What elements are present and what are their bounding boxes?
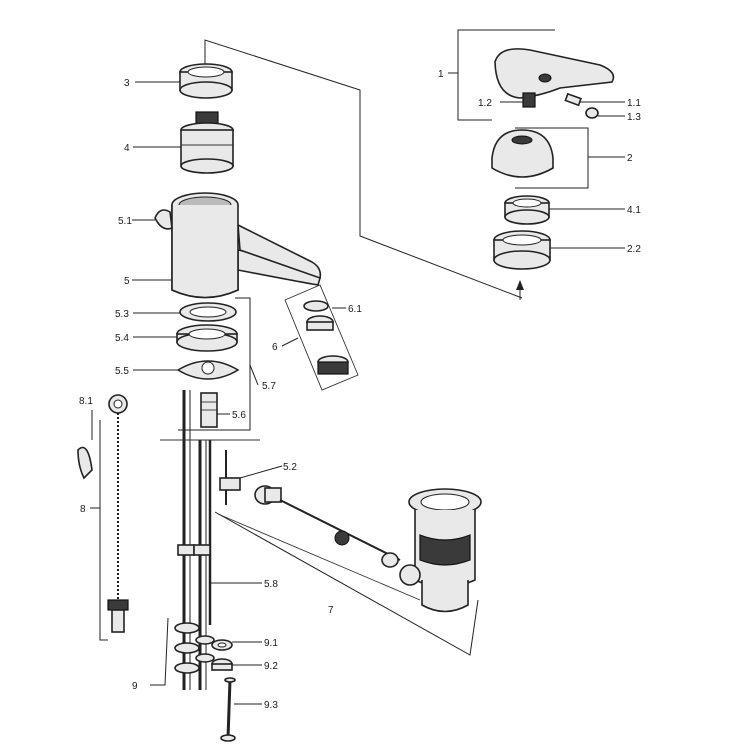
label-4-1: 4.1	[627, 205, 641, 216]
part-8-1-clip	[77, 446, 93, 480]
part-3-ring-nut	[179, 63, 233, 99]
label-6-1: 6.1	[348, 304, 362, 315]
part-drain-body	[399, 488, 482, 613]
label-2-2: 2.2	[627, 244, 641, 255]
part-8-chain-plug	[107, 394, 129, 633]
label-9-3: 9.3	[264, 700, 278, 711]
part-5-6-stud	[200, 392, 218, 428]
label-9: 9	[132, 681, 138, 692]
label-5-1: 5.1	[118, 216, 132, 227]
part-5-4-gasket	[176, 324, 238, 352]
label-5-8: 5.8	[264, 579, 278, 590]
bracket-8	[99, 420, 108, 641]
part-5-mixer-body	[171, 192, 322, 299]
bracket-7	[214, 511, 479, 656]
label-5-5: 5.5	[115, 366, 129, 377]
label-7: 7	[328, 605, 334, 616]
flex-hoses	[160, 390, 260, 690]
part-5-3-washer	[179, 302, 237, 322]
part-9-fittings	[174, 622, 215, 674]
label-6: 6	[272, 342, 278, 353]
part-9-3-rod	[220, 677, 236, 742]
part-4-cartridge	[180, 111, 234, 174]
label-2: 2	[627, 153, 633, 164]
label-1: 1	[438, 69, 444, 80]
box-6	[284, 284, 359, 391]
connector-line-top	[204, 39, 523, 299]
label-5: 5	[124, 276, 130, 287]
part-5-1-lever-tab	[154, 209, 173, 230]
part-9-1-washer	[211, 639, 233, 651]
leader-lines	[90, 72, 625, 705]
part-1-lever-handle	[494, 48, 615, 99]
label-8-1: 8.1	[79, 396, 93, 407]
part-1-3-cap	[585, 107, 599, 119]
part-2-2-base-ring	[493, 230, 551, 270]
label-5-7: 5.7	[262, 381, 276, 392]
label-1-1: 1.1	[627, 98, 641, 109]
bracket-1	[457, 29, 555, 121]
label-9-1: 9.1	[264, 638, 278, 649]
bracket-5-7	[178, 297, 251, 431]
label-1-2: 1.2	[478, 98, 492, 109]
label-5-4: 5.4	[115, 333, 129, 344]
label-1-3: 1.3	[627, 112, 641, 123]
label-5-6: 5.6	[232, 410, 246, 421]
part-1-2-insert	[522, 92, 536, 108]
label-9-2: 9.2	[264, 661, 278, 672]
bracket-9	[150, 617, 169, 686]
part-4-1-ring	[504, 195, 550, 225]
part-7-pivot-rod	[254, 485, 401, 568]
bracket-2	[515, 127, 589, 189]
bracket-5-7-vert	[249, 364, 259, 386]
part-2-cover	[491, 129, 554, 178]
arrow-head-up	[516, 280, 524, 290]
label-5-3: 5.3	[115, 309, 129, 320]
part-9-2-nut	[211, 658, 233, 671]
part-6-aerator	[303, 300, 349, 375]
label-5-2: 5.2	[283, 462, 297, 473]
part-5-2-lift-rod	[219, 450, 241, 505]
label-3: 3	[124, 78, 130, 89]
label-8: 8	[80, 504, 86, 515]
linkage-rod	[217, 513, 421, 601]
part-5-5-clip	[176, 360, 240, 380]
part-1-1-screw	[564, 92, 582, 107]
label-4: 4	[124, 143, 130, 154]
